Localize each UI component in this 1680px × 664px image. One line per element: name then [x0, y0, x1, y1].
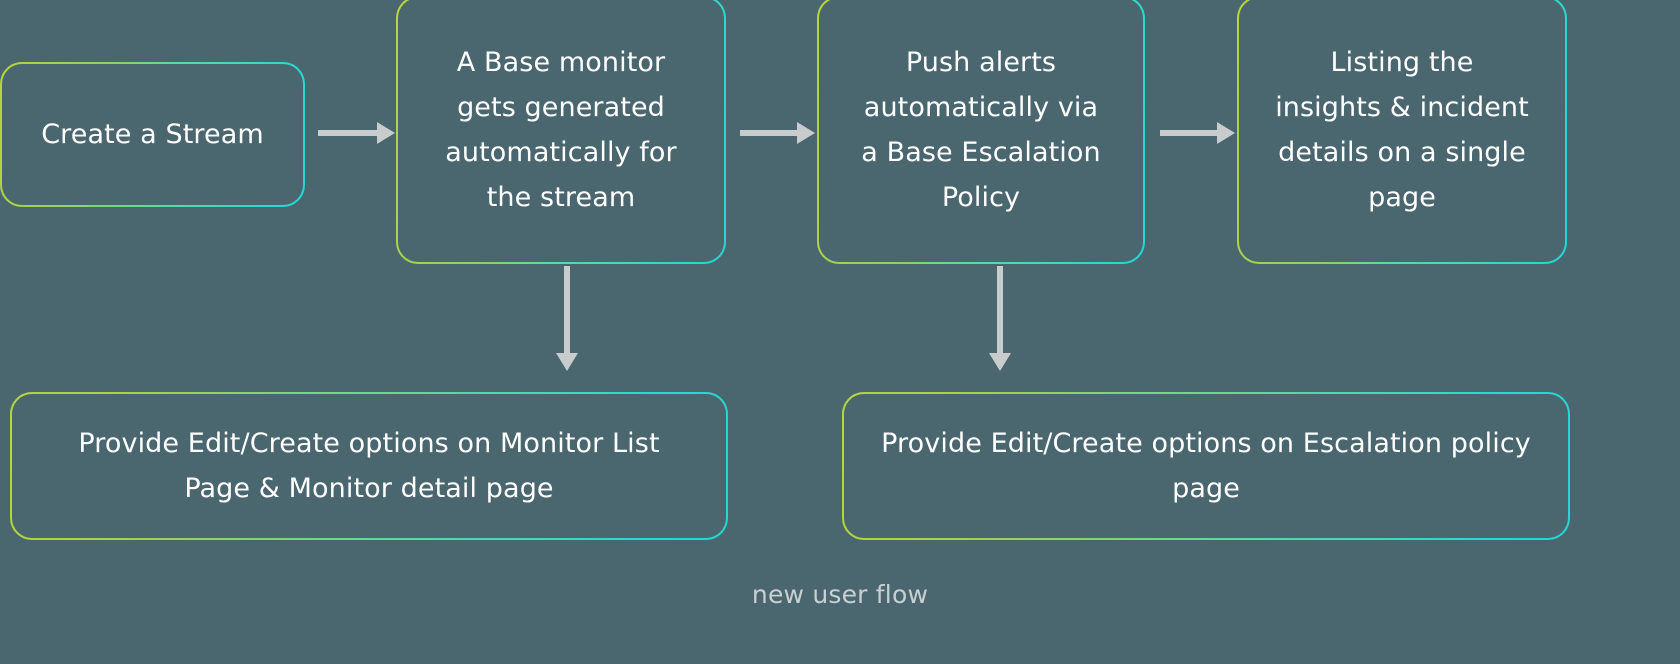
- arrow-base-monitor-to-push-alerts: [740, 122, 815, 144]
- node-base-monitor[interactable]: A Base monitor gets generated automatica…: [396, 0, 726, 264]
- node-create-stream-label: Create a Stream: [41, 119, 264, 150]
- node-push-alerts[interactable]: Push alerts automatically via a Base Esc…: [817, 0, 1145, 264]
- node-create-stream-body: Create a Stream: [2, 64, 303, 205]
- node-monitor-edit-options-label: Provide Edit/Create options on Monitor L…: [78, 428, 660, 504]
- arrow-push-alerts-to-listing-insights: [1160, 122, 1235, 144]
- arrow-head-right-icon: [797, 122, 815, 144]
- node-push-alerts-body: Push alerts automatically via a Base Esc…: [819, 0, 1143, 262]
- node-base-monitor-label: A Base monitor gets generated automatica…: [445, 47, 677, 213]
- node-monitor-edit-options-body: Provide Edit/Create options on Monitor L…: [12, 394, 726, 538]
- node-monitor-edit-options[interactable]: Provide Edit/Create options on Monitor L…: [10, 392, 728, 540]
- arrow-push-alerts-to-escalation-edit: [989, 266, 1011, 371]
- node-listing-insights-label: Listing the insights & incident details …: [1275, 47, 1529, 213]
- node-push-alerts-label: Push alerts automatically via a Base Esc…: [861, 47, 1101, 213]
- node-escalation-edit-options-body: Provide Edit/Create options on Escalatio…: [844, 394, 1568, 538]
- node-listing-insights[interactable]: Listing the insights & incident details …: [1237, 0, 1567, 264]
- node-listing-insights-body: Listing the insights & incident details …: [1239, 0, 1565, 262]
- arrow-head-down-icon: [989, 353, 1011, 371]
- node-escalation-edit-options[interactable]: Provide Edit/Create options on Escalatio…: [842, 392, 1570, 540]
- node-create-stream[interactable]: Create a Stream: [0, 62, 305, 207]
- diagram-caption: new user flow: [751, 580, 929, 609]
- arrow-head-down-icon: [556, 353, 578, 371]
- arrow-create-stream-to-base-monitor: [318, 122, 395, 144]
- arrow-head-right-icon: [1217, 122, 1235, 144]
- arrow-head-right-icon: [377, 122, 395, 144]
- arrow-base-monitor-to-monitor-edit: [556, 266, 578, 371]
- node-escalation-edit-options-label: Provide Edit/Create options on Escalatio…: [881, 428, 1531, 504]
- node-base-monitor-body: A Base monitor gets generated automatica…: [398, 0, 724, 262]
